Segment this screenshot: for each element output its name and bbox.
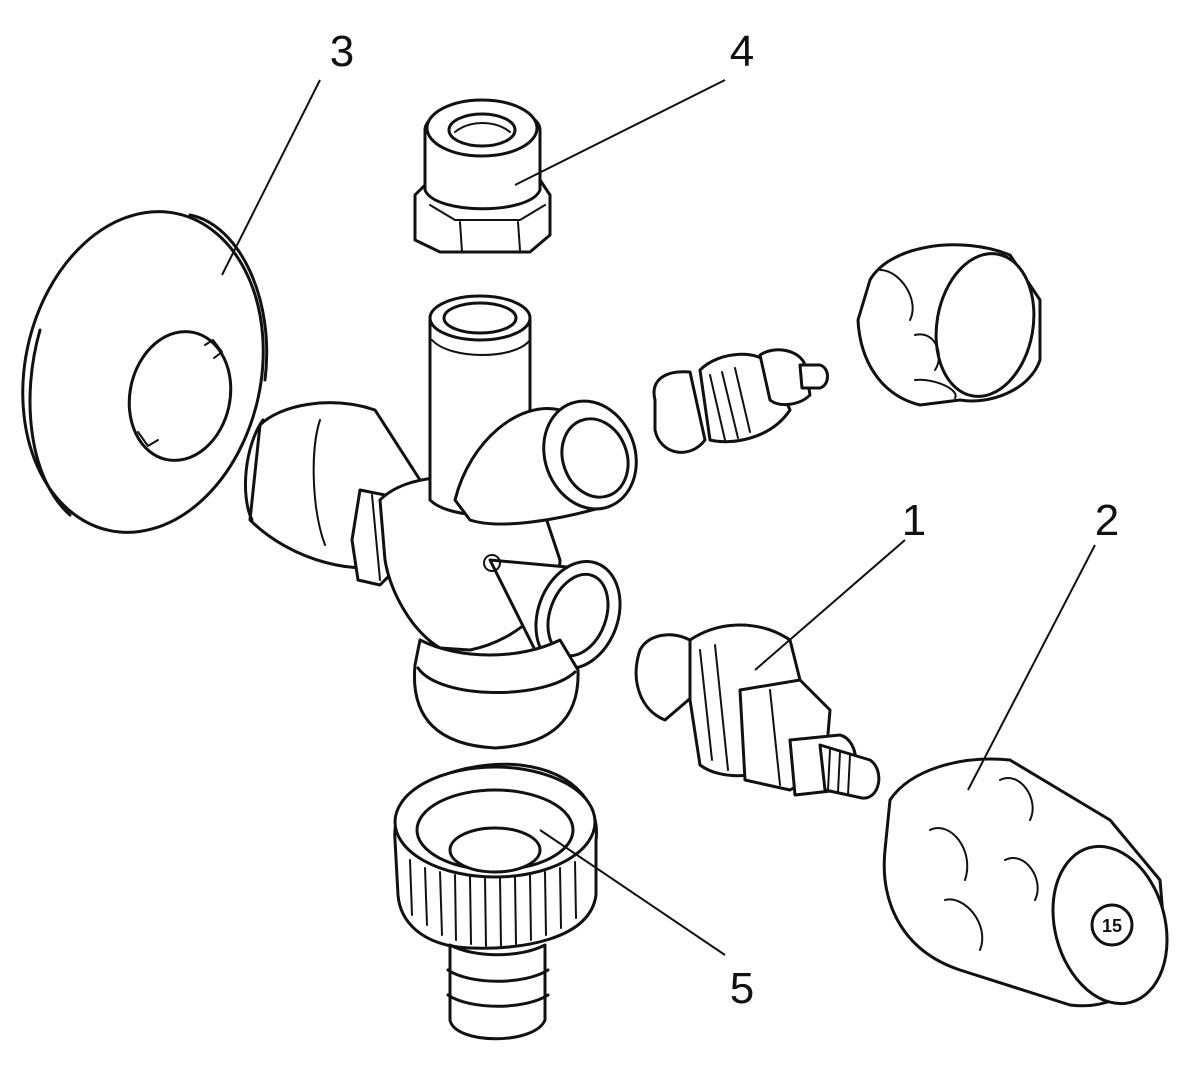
part-3-escutcheon — [21, 210, 269, 534]
leader-line-2 — [967, 544, 1096, 791]
callout-2: 2 — [1095, 496, 1119, 545]
part-1-cartridge — [634, 623, 881, 800]
part-small-handle — [856, 243, 1042, 407]
part-5-hose-connector — [393, 762, 598, 1041]
callout-3: 3 — [330, 27, 354, 76]
callout-1: 1 — [902, 496, 926, 545]
callout-5: 5 — [730, 964, 754, 1013]
part-small-cartridge — [652, 348, 829, 454]
leader-line-3 — [221, 79, 321, 276]
leader-line-4 — [514, 79, 726, 186]
callout-4: 4 — [730, 27, 754, 76]
leader-line-5 — [539, 829, 726, 956]
leader-line-1 — [754, 539, 906, 671]
part-valve-body — [243, 294, 638, 750]
part-4-compression-nut — [413, 98, 552, 254]
callout-labels: 3 4 1 2 5 — [330, 27, 1119, 1013]
leader-lines — [221, 79, 1096, 956]
part-2-handle: 15 — [882, 757, 1169, 1008]
handle-logo: 15 — [1102, 916, 1122, 936]
